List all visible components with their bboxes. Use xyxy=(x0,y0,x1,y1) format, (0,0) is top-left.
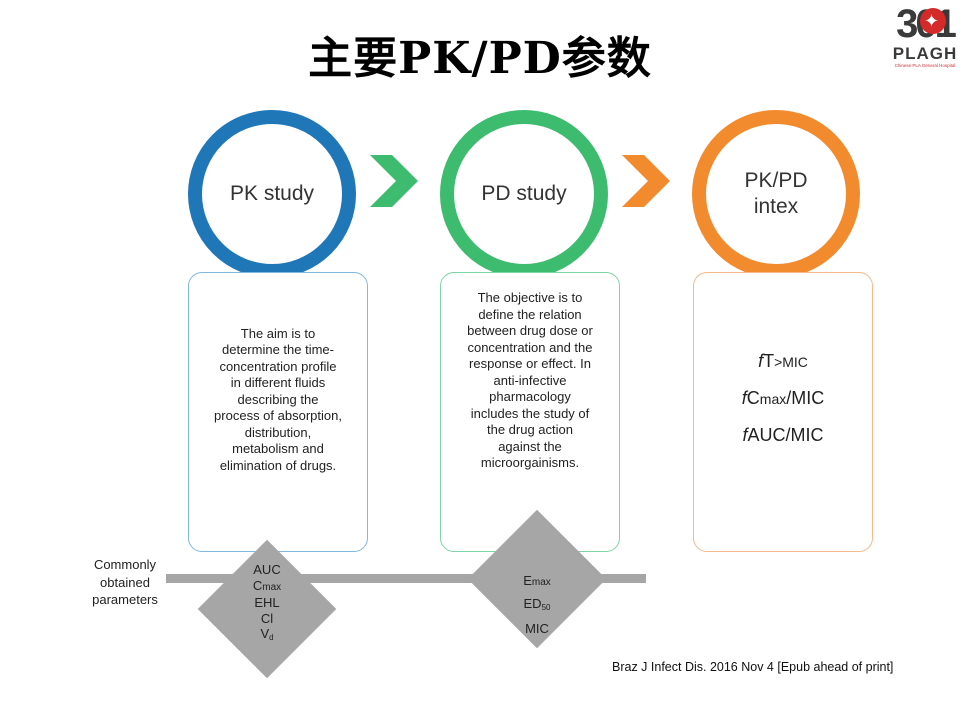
pk-study-circle: PK study xyxy=(188,110,356,278)
pd-params-list: Emax ED50 MIC xyxy=(487,570,587,639)
pd-line: define the relation xyxy=(478,306,582,322)
pd-line: response or effect. In xyxy=(469,356,591,372)
pd-line: pharmacology xyxy=(489,389,571,405)
citation: Braz J Infect Dis. 2016 Nov 4 [Epub ahea… xyxy=(612,660,894,674)
pd-line: the drug action xyxy=(486,422,573,438)
pk-line: describing the xyxy=(237,391,319,407)
param-cmax: Cmax xyxy=(217,578,317,596)
pd-line: The objective is to xyxy=(477,290,583,306)
hospital-logo: 301 PLAGH Chinese PLA General Hospital xyxy=(892,2,958,70)
chevron-right-icon-orange xyxy=(622,155,670,207)
pk-line: metabolism and xyxy=(232,441,324,457)
index-tail: /MIC xyxy=(786,388,825,408)
logo-subtitle: Chinese PLA General Hospital xyxy=(894,63,956,68)
pd-line: between drug dose or xyxy=(467,323,593,339)
slide-title: 主要PK/PD参数 xyxy=(308,33,652,84)
commonly-line: obtained xyxy=(100,574,150,590)
logo-abbr: PLAGH xyxy=(892,44,958,63)
pkpd-label-line1: PK/PD xyxy=(744,169,808,192)
index-main: C xyxy=(746,388,760,408)
param-emax-e: E xyxy=(523,573,532,588)
param-vd: Vd xyxy=(217,626,317,646)
pk-line: in different fluids xyxy=(230,375,326,391)
index-prefix: f xyxy=(741,388,747,408)
pkpd-indices: fT>MIC fCmax/MIC fAUC/MIC xyxy=(742,343,824,453)
pkpd-index-circle: PK/PD intex xyxy=(692,110,860,278)
index-ft-mic: fT>MIC xyxy=(742,343,824,380)
pk-line: determine the time- xyxy=(222,342,334,358)
pd-line: against the xyxy=(498,438,562,454)
pk-params-list: AUC Cmax EHL Cl Vd xyxy=(217,562,317,646)
index-prefix: f xyxy=(758,351,764,371)
pk-line: concentration profile xyxy=(219,358,337,374)
pd-line: concentration and the xyxy=(467,339,593,355)
param-cmax-c: C xyxy=(252,577,263,593)
param-ehl: EHL xyxy=(254,595,280,610)
param-auc: AUC xyxy=(253,562,281,577)
param-vd-sub: d xyxy=(269,633,274,642)
pk-line: The aim is to xyxy=(240,325,316,341)
commonly-line: Commonly xyxy=(93,557,157,572)
param-ed50-sub: 50 xyxy=(541,603,551,612)
param-emax: Emax xyxy=(487,570,587,593)
pd-description-box: The objective is to define the relation … xyxy=(440,272,620,552)
pk-study-label: PK study xyxy=(229,182,315,205)
chevron-right-icon-green xyxy=(370,155,418,207)
commonly-line: parameters xyxy=(92,592,158,607)
param-ed50: ED50 xyxy=(487,593,587,618)
index-fauc-mic: fAUC/MIC xyxy=(742,417,824,453)
pd-study-label: PD study xyxy=(481,182,567,205)
index-suffix: >MIC xyxy=(774,354,808,370)
pk-line: distribution, xyxy=(244,424,312,440)
commonly-obtained-label: Commonly obtained parameters xyxy=(78,556,172,609)
pk-description: The aim is to determine the time- concen… xyxy=(196,326,361,475)
pd-line: microorgainisms. xyxy=(480,455,580,471)
logo-star-icon xyxy=(920,8,946,34)
index-fcmax-mic: fCmax/MIC xyxy=(742,380,824,417)
index-suffix: max xyxy=(759,391,787,407)
pk-description-box: The aim is to determine the time- concen… xyxy=(188,272,368,552)
pd-line: anti-infective xyxy=(493,372,567,388)
pkpd-label-line2: intex xyxy=(753,195,799,218)
pkpd-indices-box: fT>MIC fCmax/MIC fAUC/MIC xyxy=(693,272,873,552)
index-prefix: f xyxy=(742,425,748,445)
index-main: T xyxy=(763,351,775,371)
param-cl: Cl xyxy=(260,610,274,626)
parameters-bar xyxy=(166,574,646,583)
param-vd-v: V xyxy=(260,626,270,641)
pd-description: The objective is to define the relation … xyxy=(450,290,610,472)
index-main: AUC/MIC xyxy=(747,425,824,445)
pd-study-circle: PD study xyxy=(440,110,608,278)
param-cmax-sub: max xyxy=(262,581,282,593)
pk-line: process of absorption, xyxy=(214,408,342,424)
param-emax-sub: max xyxy=(531,577,551,588)
param-mic: MIC xyxy=(525,621,549,636)
pk-line: elimination of drugs. xyxy=(219,457,337,473)
pd-line: includes the study of xyxy=(470,405,590,421)
param-ed50-ed: ED xyxy=(523,596,542,611)
